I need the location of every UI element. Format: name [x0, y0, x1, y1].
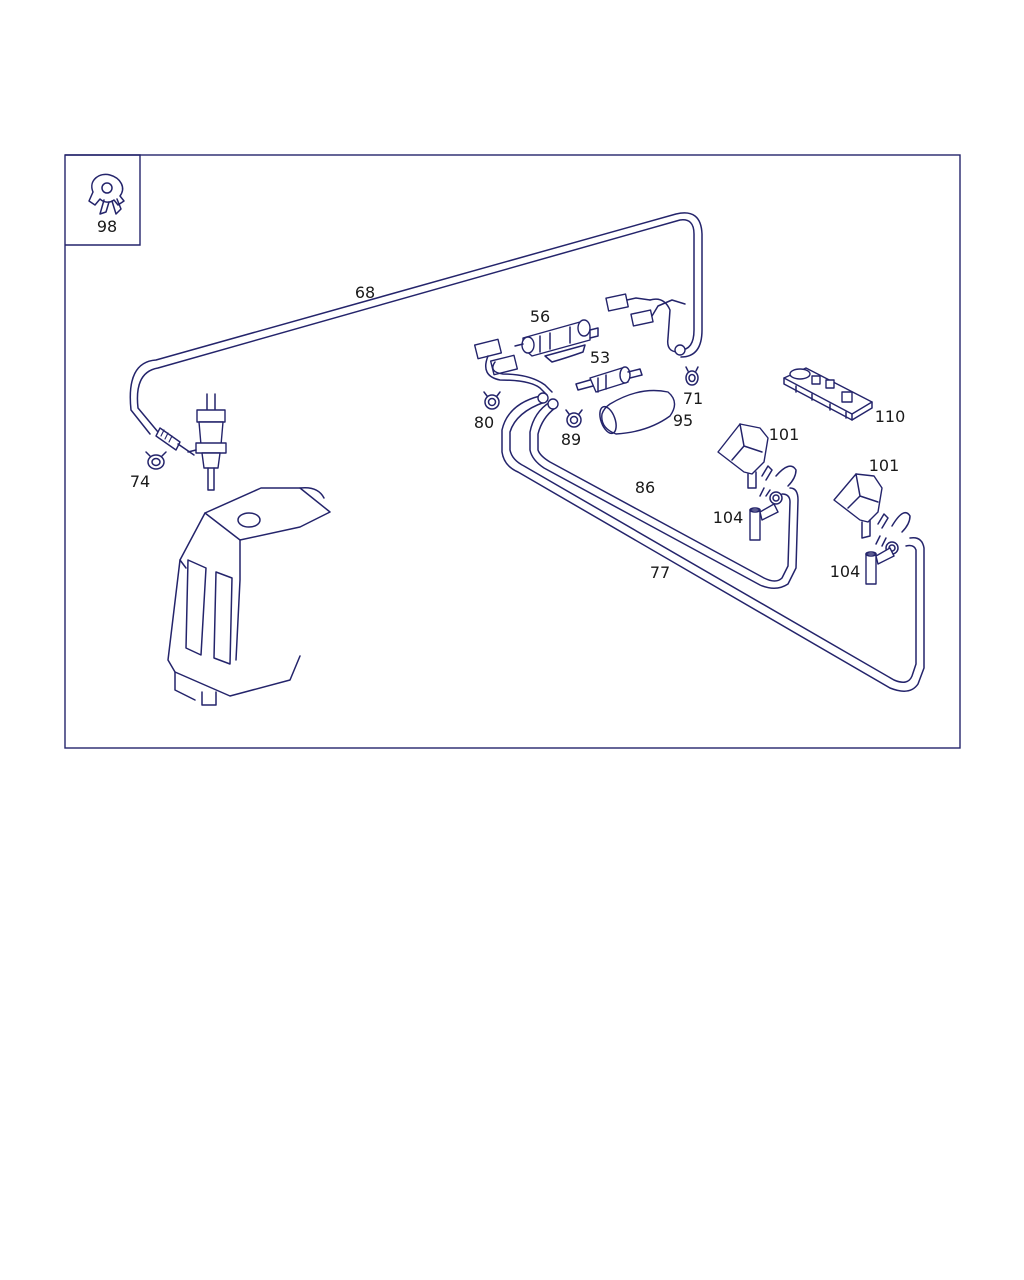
callout-68: 68	[355, 283, 375, 302]
inset-border	[65, 154, 141, 246]
connector-104-right	[865, 535, 895, 585]
pump-connector	[473, 338, 553, 396]
level-sensor	[187, 393, 227, 491]
callouts: 68 56 53 71 80 89 95 110 74 101 86 104 1…	[130, 283, 905, 582]
callout-53: 53	[590, 348, 610, 367]
callout-74: 74	[130, 472, 150, 491]
check-valve-left	[155, 427, 195, 456]
clamp-89	[565, 409, 583, 428]
hose-68	[129, 212, 703, 435]
callout-86: 86	[635, 478, 655, 497]
hose-77	[501, 392, 925, 692]
callout-104-right: 104	[830, 562, 861, 581]
inset-box: 98	[65, 154, 141, 246]
reservoir-bracket	[167, 486, 331, 706]
control-module-110	[783, 367, 873, 421]
callout-110: 110	[875, 407, 906, 426]
callout-95: 95	[673, 411, 693, 430]
washer-nozzle-right	[833, 473, 911, 539]
callout-80: 80	[474, 413, 494, 432]
clamp-80	[483, 391, 501, 410]
callout-98: 98	[97, 217, 117, 236]
callout-56: 56	[530, 307, 550, 326]
fitting-56	[514, 319, 599, 357]
bracket-53	[544, 344, 586, 363]
callout-71: 71	[683, 389, 703, 408]
callout-89: 89	[561, 430, 581, 449]
callout-101-left: 101	[769, 425, 800, 444]
hose-86	[529, 398, 799, 589]
clamp-74	[145, 451, 167, 470]
diagram-frame	[64, 154, 961, 749]
sleeve-95	[599, 389, 676, 435]
clamp-71	[685, 366, 699, 386]
clamp-nozzle-left	[769, 491, 783, 505]
connector-104-left	[749, 487, 779, 541]
callout-77: 77	[650, 563, 670, 582]
callout-101-right: 101	[869, 456, 900, 475]
callout-104-left: 104	[713, 508, 744, 527]
wiring-connector	[605, 293, 686, 356]
washer-pump	[575, 366, 643, 393]
clip-icon	[88, 173, 125, 215]
washer-nozzle-left	[717, 423, 797, 489]
